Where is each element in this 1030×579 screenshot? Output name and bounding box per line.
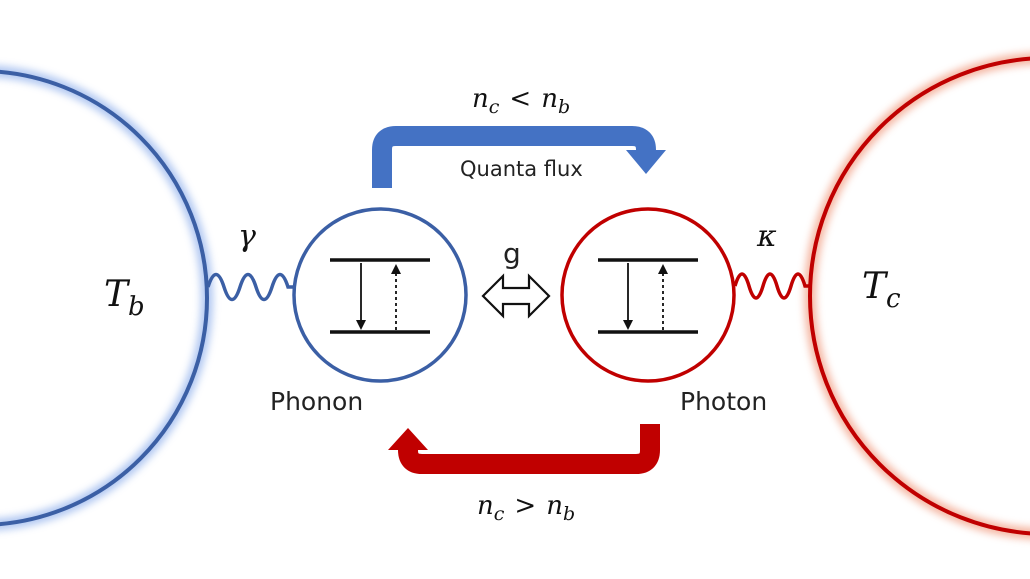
photon-label: Photon xyxy=(680,387,767,416)
coupling-left-wave xyxy=(206,272,295,302)
coupling-right-wave xyxy=(733,272,810,300)
bath-right-circle xyxy=(804,52,1030,540)
photon-mode xyxy=(560,207,736,383)
bath-left-label: Tb xyxy=(104,274,145,322)
coupling-center-label: g xyxy=(503,237,521,270)
flux-arrow-bottom xyxy=(388,424,660,474)
top-relation-label: nc<nb xyxy=(472,84,570,118)
flux-caption: Quanta flux xyxy=(460,157,583,181)
coupling-left-label: γ xyxy=(238,219,256,254)
bottom-relation-label: nc>nb xyxy=(477,491,575,525)
bath-right-label: Tc xyxy=(862,266,901,314)
double-arrow-icon xyxy=(481,273,551,319)
flux-arrow-top xyxy=(372,126,666,188)
phonon-label: Phonon xyxy=(270,387,363,416)
coupling-right-label: κ xyxy=(756,219,777,254)
bath-left-circle xyxy=(0,65,213,531)
phonon-mode xyxy=(292,207,468,383)
